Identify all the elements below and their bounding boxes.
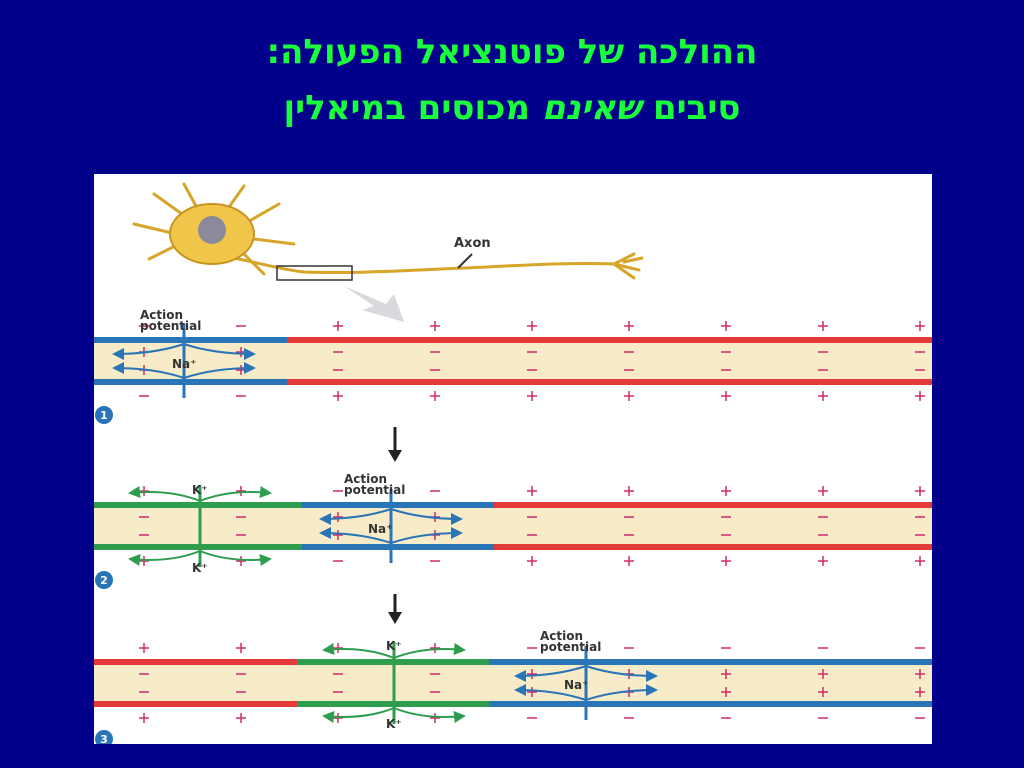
cytoplasm-band — [94, 662, 932, 704]
step-arrow-2 — [388, 594, 402, 624]
nucleus — [198, 216, 226, 244]
subtitle-part-3: מכוסים במיאלין — [283, 88, 542, 128]
na-label-3: Na⁺ — [564, 678, 588, 692]
subtitle-part-1: סיבים — [641, 88, 741, 128]
axon-label: Axon — [454, 236, 491, 251]
membrane-top-b — [94, 337, 287, 343]
slide-title: ההולכה של פוטנציאל הפעולה: — [266, 32, 758, 72]
membrane-bottom-r — [287, 379, 932, 385]
membrane-bottom-g — [94, 544, 302, 550]
neuron-illustration — [132, 182, 644, 280]
svg-text:3: 3 — [100, 733, 108, 744]
na-flow-arrow — [183, 362, 256, 379]
na-flow-arrow — [585, 665, 658, 682]
membrane-top-r — [94, 659, 297, 665]
na-flow-arrow — [514, 684, 587, 701]
axon-pointer — [457, 253, 473, 269]
cytoplasm-band — [94, 505, 932, 547]
k-flow-arrow — [128, 486, 201, 502]
na-label-2: Na⁺ — [368, 522, 392, 536]
k-flow-arrow — [128, 550, 201, 566]
ap-label-1b: potential — [140, 319, 201, 333]
k-flow-arrow — [322, 643, 395, 659]
ap-label-2a: Action — [344, 472, 387, 486]
membrane-top-r — [287, 337, 932, 343]
na-flow-arrow — [514, 665, 587, 682]
membrane-bottom-r — [494, 544, 932, 550]
propagation-diagram: Axon 1 2 3 Action potential Action poten… — [94, 174, 932, 744]
ap-label-1a: Action — [140, 308, 183, 322]
membrane-bottom-b — [94, 379, 287, 385]
step-badge-1: 1 — [95, 406, 113, 424]
subtitle-emphasis: שאינם — [541, 88, 642, 128]
membrane-bottom-r — [94, 701, 297, 707]
cytoplasm-band — [94, 340, 932, 382]
diagram-svg: Axon 1 2 3 Action potential Action poten… — [94, 182, 932, 744]
ap-label-2b: potential — [344, 483, 405, 497]
slide-subtitle: סיבים שאינם מכוסים במיאלין — [0, 88, 1024, 128]
na-flow-arrow — [585, 684, 658, 701]
svg-text:1: 1 — [100, 409, 108, 422]
k-flow-arrow — [199, 486, 272, 502]
na-flow-arrow — [319, 508, 392, 525]
membrane-bottom-b — [302, 544, 494, 550]
na-flow-arrow — [183, 343, 256, 360]
k-flow-arrow — [322, 707, 395, 723]
step-badge-3: 3 — [95, 730, 113, 744]
na-flow-arrow — [390, 527, 463, 544]
step-arrow-1 — [388, 427, 402, 462]
k-label-3-bottom: K⁺ — [386, 717, 402, 731]
membrane-top-b — [302, 502, 494, 508]
na-label-1: Na⁺ — [172, 357, 196, 371]
ap-label-3b: potential — [540, 640, 601, 654]
na-flow-arrow — [112, 362, 185, 379]
membrane-top-g — [94, 502, 302, 508]
k-label-2-top: K⁺ — [192, 483, 208, 497]
k-label-3-top: K⁺ — [386, 639, 402, 653]
zoom-box — [276, 265, 353, 281]
axon-strips — [94, 321, 932, 724]
k-flow-arrow — [393, 707, 466, 723]
na-flow-arrow — [112, 343, 185, 360]
membrane-top-b — [489, 659, 932, 665]
k-flow-arrow — [393, 643, 466, 659]
ap-label-3a: Action — [540, 629, 583, 643]
k-flow-arrow — [199, 550, 272, 566]
na-flow-arrow — [390, 508, 463, 525]
step-badge-2: 2 — [95, 571, 113, 589]
membrane-top-r — [494, 502, 932, 508]
zoom-arrow — [344, 286, 404, 322]
membrane-bottom-b — [489, 701, 932, 707]
k-label-2-bottom: K⁺ — [192, 561, 208, 575]
svg-text:2: 2 — [100, 574, 108, 587]
na-flow-arrow — [319, 527, 392, 544]
